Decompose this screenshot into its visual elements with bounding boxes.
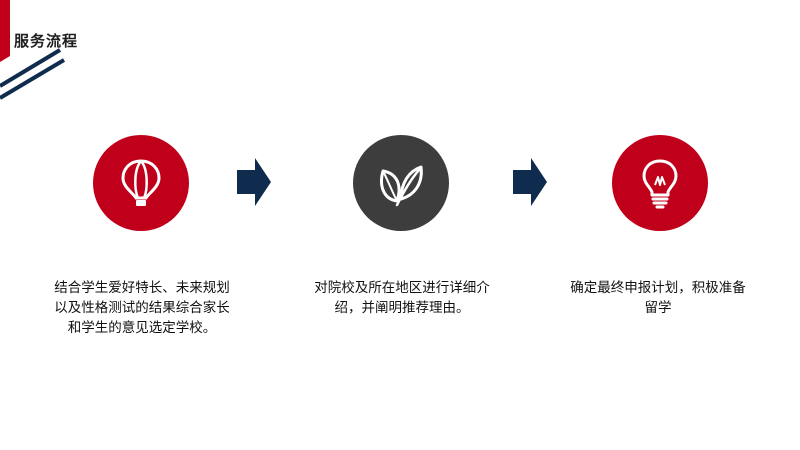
- navy-stripe-1: [0, 48, 62, 88]
- step-3-circle: [612, 135, 708, 231]
- leaves-icon: [380, 165, 423, 207]
- corner-decoration: [0, 0, 66, 100]
- arrow-right-icon: [513, 158, 547, 206]
- hot-air-balloon-icon: [121, 159, 161, 206]
- step-1-description: 结合学生爱好特长、未来规划以及性格测试的结果综合家长和学生的意见选定学校。: [54, 280, 230, 336]
- navy-stripe-2: [0, 58, 66, 100]
- light-bulb-icon: [642, 159, 678, 209]
- step-1-circle: [93, 135, 189, 231]
- step-2-description: 对院校及所在地区进行详细介绍，并阐明推荐理由。: [314, 280, 490, 316]
- step-2-circle: [353, 135, 449, 231]
- page-title: 服务流程: [14, 32, 79, 50]
- step-3-description: 确定最终申报计划，积极准备留学: [570, 280, 746, 316]
- arrow-right-icon: [237, 158, 271, 206]
- red-corner-shape: [0, 0, 10, 62]
